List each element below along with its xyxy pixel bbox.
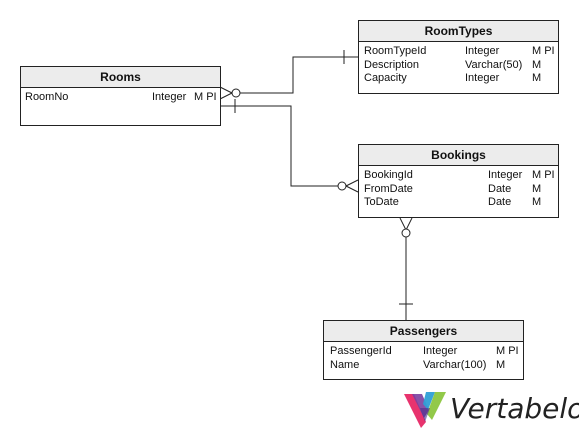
- crowfoot-bookings-b: [345, 185, 359, 193]
- crowfoot-rooms-b: [219, 92, 233, 100]
- relationship-rooms-roomtypes: [232, 56, 358, 94]
- column-row[interactable]: BookingId Integer M PI: [363, 169, 555, 183]
- column-row[interactable]: Name Varchar(100) M: [328, 359, 519, 373]
- table-bookings-columns: BookingId Integer M PI FromDate Date M T…: [359, 166, 558, 210]
- column-row[interactable]: RoomTypeId Integer M PI: [363, 45, 555, 59]
- table-roomtypes[interactable]: RoomTypes RoomTypeId Integer M PI Descri…: [358, 20, 559, 94]
- column-type: Date: [488, 182, 512, 195]
- table-rooms-columns: RoomNo Integer M PI: [21, 88, 220, 105]
- column-row[interactable]: Description Varchar(50) M: [363, 59, 554, 73]
- column-flags: M: [496, 358, 506, 371]
- vertabelo-logo: Vertabelo: [402, 388, 579, 432]
- column-type: Integer: [488, 169, 523, 181]
- optional-marker-rooms: [231, 88, 241, 98]
- column-name: FromDate: [364, 182, 413, 195]
- column-row[interactable]: FromDate Date M: [363, 183, 554, 197]
- column-name: BookingId: [364, 169, 413, 181]
- logo-stripe-pink: [404, 394, 426, 428]
- column-row[interactable]: ToDate Date M: [363, 196, 554, 210]
- table-bookings[interactable]: Bookings BookingId Integer M PI FromDate…: [358, 144, 559, 218]
- column-type: Integer: [465, 45, 500, 57]
- column-type: Date: [488, 196, 512, 208]
- optional-marker-bookings: [337, 181, 347, 191]
- column-name: Capacity: [364, 72, 407, 84]
- column-name: RoomNo: [25, 91, 69, 103]
- relationship-rooms-bookings: [220, 105, 346, 187]
- column-flags: M: [532, 182, 542, 195]
- table-passengers-title: Passengers: [324, 321, 523, 342]
- optional-marker-bookings-2: [401, 228, 411, 238]
- crowfoot-bookings-d: [405, 217, 413, 231]
- vertabelo-logo-icon: [404, 392, 446, 428]
- column-name: PassengerId: [330, 345, 392, 357]
- column-type: Integer: [152, 91, 187, 103]
- table-rooms[interactable]: Rooms RoomNo Integer M PI: [20, 66, 221, 126]
- table-passengers-columns: PassengerId Integer M PI Name Varchar(10…: [324, 342, 523, 372]
- column-flags: M PI: [194, 91, 217, 103]
- column-row[interactable]: PassengerId Integer M PI: [328, 345, 519, 359]
- table-roomtypes-columns: RoomTypeId Integer M PI Description Varc…: [359, 42, 558, 86]
- column-flags: M PI: [532, 169, 555, 181]
- column-type: Varchar(50): [465, 58, 523, 71]
- vertabelo-logo-text: Vertabelo: [450, 392, 579, 425]
- logo-stripe-green: [427, 392, 446, 420]
- logo-stripe-center: [420, 408, 430, 422]
- table-roomtypes-title: RoomTypes: [359, 21, 558, 42]
- crowfoot-bookings-c: [399, 217, 407, 231]
- column-name: Name: [330, 358, 360, 371]
- table-bookings-title: Bookings: [359, 145, 558, 166]
- crowfoot-rooms-a: [219, 86, 233, 94]
- table-passengers[interactable]: Passengers PassengerId Integer M PI Name…: [323, 320, 524, 380]
- column-name: Description: [364, 58, 420, 71]
- column-flags: M PI: [532, 45, 555, 57]
- column-type: Integer: [465, 72, 500, 84]
- logo-stripe-blue: [423, 392, 435, 410]
- column-flags: M: [532, 58, 542, 71]
- table-rooms-title: Rooms: [21, 67, 220, 88]
- column-flags: M: [532, 72, 542, 84]
- column-flags: M: [532, 196, 542, 208]
- column-type: Integer: [423, 345, 458, 357]
- column-row[interactable]: RoomNo Integer M PI: [25, 91, 217, 105]
- column-name: ToDate: [364, 196, 399, 208]
- column-type: Varchar(100): [423, 358, 487, 371]
- column-row[interactable]: Capacity Integer M: [363, 72, 554, 86]
- column-name: RoomTypeId: [364, 45, 427, 57]
- column-flags: M PI: [496, 345, 519, 357]
- crowfoot-bookings-a: [345, 179, 359, 187]
